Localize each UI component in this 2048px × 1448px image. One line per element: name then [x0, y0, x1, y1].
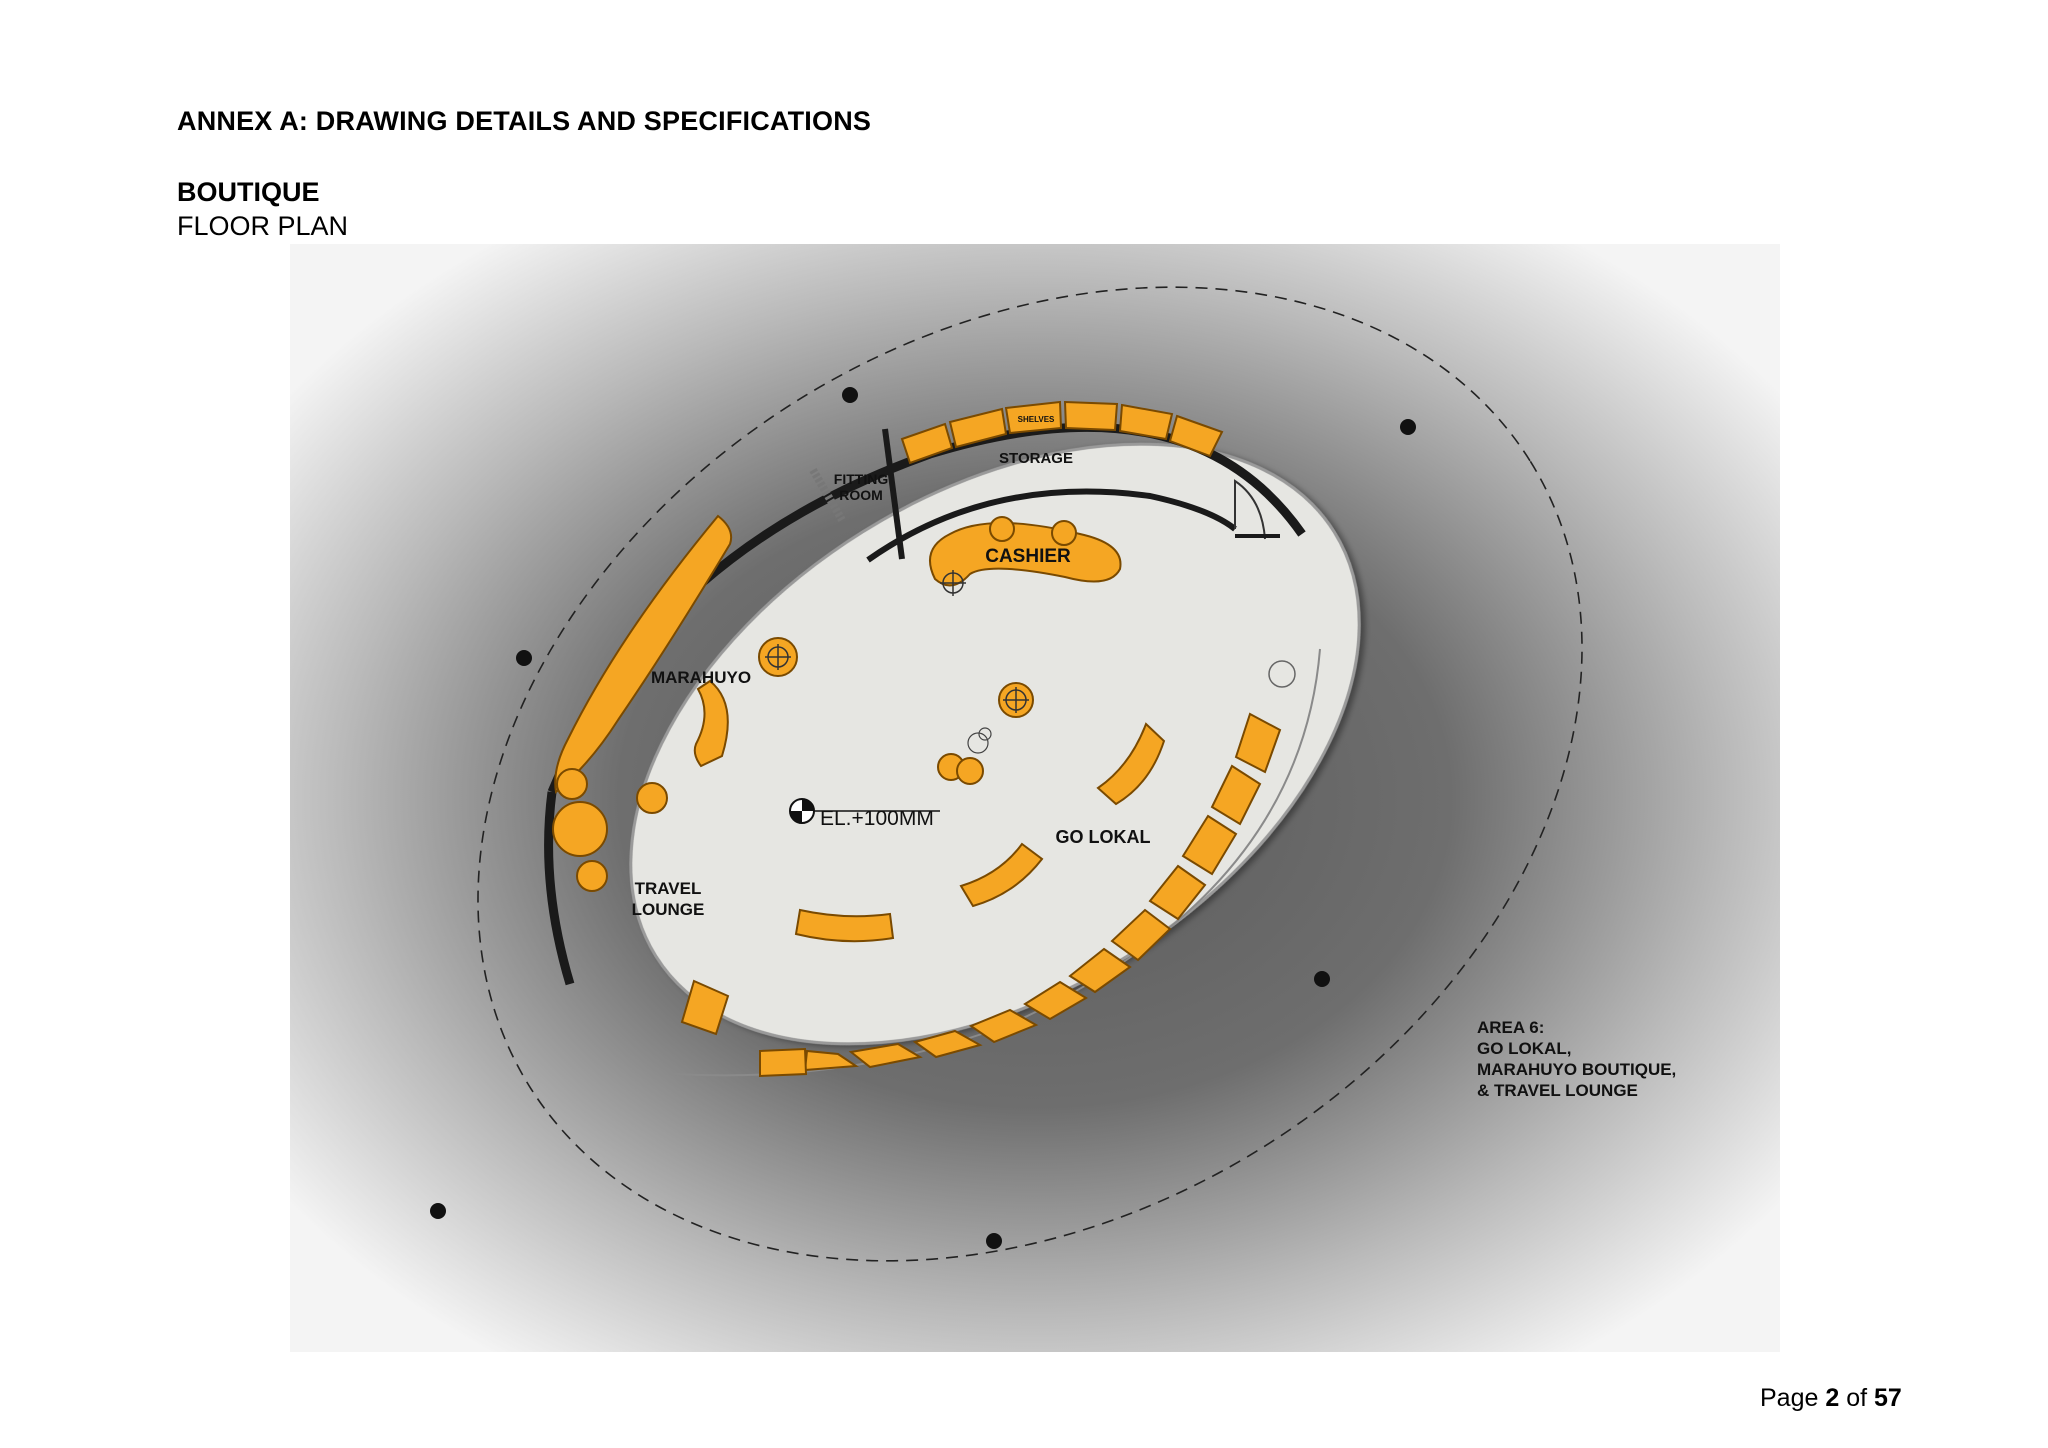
floor-display — [794, 908, 895, 943]
page-number: 2 — [1825, 1384, 1840, 1412]
sketch-circle — [967, 732, 989, 754]
page-footer: Page 2 of 57 — [1760, 1384, 1902, 1413]
storage-label: STORAGE — [999, 450, 1073, 467]
lounge-chair — [576, 860, 608, 892]
shelf-unit — [1118, 403, 1174, 441]
column-dot — [430, 1203, 446, 1219]
display-unit — [848, 1042, 923, 1069]
area-note-line-2: GO LOKAL, — [1477, 1039, 1571, 1058]
lounge-chair — [556, 768, 588, 800]
travel-lounge-label-2: LOUNGE — [632, 900, 705, 919]
lounge-seating — [552, 768, 668, 892]
floor-display — [693, 679, 729, 768]
document-heading: ANNEX A: DRAWING DETAILS AND SPECIFICATI… — [177, 106, 872, 136]
display-unit — [759, 1047, 808, 1078]
storage-wall — [866, 488, 1237, 563]
floor-display — [1096, 722, 1166, 806]
display-unit — [1181, 814, 1238, 876]
round-table — [956, 757, 984, 785]
column-dot — [1314, 971, 1330, 987]
fitting-room-wall — [882, 428, 905, 560]
lounge-chair — [636, 782, 668, 814]
shelf-unit — [948, 407, 1008, 449]
perimeter-displays — [759, 712, 1282, 1078]
shelf-unit — [1168, 414, 1224, 458]
floor-plan-drawing: SHELVES STORAGE FITTING ROOM CASHIER MAR… — [290, 244, 1780, 1352]
cashier-stool — [1051, 520, 1077, 546]
display-unit — [968, 1008, 1039, 1044]
cashier-label: CASHIER — [985, 546, 1071, 567]
display-unit — [1023, 980, 1088, 1021]
area-note-line-3: MARAHUYO BOUTIQUE, — [1477, 1060, 1676, 1079]
sketch-circle — [978, 727, 992, 741]
fitting-room-label-1: FITTING — [834, 471, 889, 487]
fitting-room-label-2: ROOM — [839, 487, 883, 503]
dashed-boundary — [477, 286, 1583, 1262]
wall-display-left — [554, 514, 733, 794]
floor-display — [959, 842, 1044, 908]
column-dot — [986, 1233, 1002, 1249]
elevation-marker — [789, 798, 940, 824]
lounge-table — [552, 801, 608, 857]
storage-shelves — [900, 400, 1224, 465]
travel-lounge-label-1: TRAVEL — [635, 879, 702, 898]
page-of: of — [1846, 1384, 1868, 1412]
display-unit-small — [680, 979, 730, 1036]
area-note-line-1: AREA 6: — [1477, 1018, 1544, 1037]
area-note: AREA 6: GO LOKAL, MARAHUYO BOUTIQUE, & T… — [1477, 1018, 1676, 1100]
section-title: BOUTIQUE — [177, 177, 320, 207]
section-subtitle: FLOOR PLAN — [177, 211, 349, 241]
floor-displays — [693, 679, 1166, 943]
page-total: 57 — [1874, 1384, 1902, 1412]
display-unit — [912, 1029, 983, 1059]
column-dot — [1400, 419, 1416, 435]
column-markers — [430, 387, 1416, 1249]
storage-door — [1234, 479, 1266, 540]
display-unit — [1110, 908, 1172, 962]
shelf-unit — [900, 422, 954, 465]
go-lokal-label: GO LOKAL — [1056, 827, 1151, 847]
column-dot — [516, 650, 532, 666]
outer-wall-left — [544, 791, 575, 986]
display-unit — [1068, 947, 1132, 994]
display-unit — [1148, 864, 1207, 921]
cashier-stool — [989, 516, 1015, 542]
column-dot — [842, 387, 858, 403]
sketch-circle — [1268, 660, 1296, 688]
marahuyo-label: MARAHUYO — [651, 668, 751, 687]
shelf-unit — [1063, 400, 1119, 432]
shelf-unit — [1004, 400, 1063, 435]
target-markers — [765, 570, 1029, 713]
page-prefix: Page — [1760, 1384, 1819, 1412]
display-unit — [1210, 764, 1262, 826]
display-unit — [1234, 712, 1282, 774]
shelves-label: SHELVES — [1018, 415, 1055, 424]
elevation-label: EL.+100MM — [820, 807, 934, 830]
area-note-line-4: & TRAVEL LOUNGE — [1477, 1081, 1638, 1100]
